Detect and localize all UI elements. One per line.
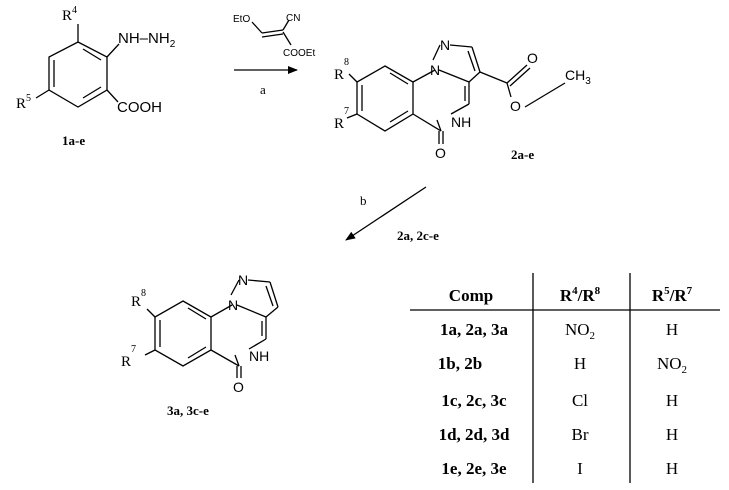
r5-r7-cell: H: [666, 425, 678, 444]
table-header-r5-r7: R5/R7: [652, 285, 693, 305]
reactant-labels: R4 R5 NH–NH2 COOH 1a-e: [16, 5, 176, 148]
pyrazole-n: N: [238, 272, 248, 288]
r5-r7-cell: H: [666, 459, 678, 478]
cyano-label: CN: [286, 13, 300, 24]
amide-nh: NH: [451, 114, 471, 130]
benzene-ring: [48, 41, 108, 108]
r4-substituent: R4: [62, 5, 77, 24]
r8-substituent: R8: [334, 57, 349, 83]
table-rules: [410, 273, 720, 483]
step-a-label: a: [260, 82, 266, 97]
hydrazine-group: NH–NH2: [118, 30, 176, 50]
table-row: 1a, 2a, 3a NO2 H: [440, 320, 678, 342]
r5-r7-cell: H: [666, 320, 678, 339]
reagent-structure: [251, 19, 292, 46]
product-labels: R8 R7 N N NH O 3a, 3c-e: [121, 272, 269, 418]
r7-substituent: R7: [334, 106, 349, 132]
r5-r7-cell: NO2: [657, 354, 687, 376]
carbonyl-oxygen: O: [233, 379, 244, 395]
comp-cell: 1a, 2a, 3a: [440, 320, 509, 339]
r4-r8-cell: H: [574, 354, 586, 373]
reagent-labels: EtO CN COOEt a: [233, 13, 315, 97]
methyl-group: CH3: [565, 67, 591, 87]
comp-cell: 1d, 2d, 3d: [439, 425, 510, 444]
bridgehead-n: N: [430, 62, 440, 78]
ethoxy-label: EtO: [233, 14, 250, 25]
compound-label-1: 1a-e: [62, 133, 85, 148]
ester-label: COOEt: [283, 48, 315, 59]
r5-r7-cell: H: [666, 391, 678, 410]
hydrazine-bond: [106, 43, 120, 58]
table-row: 1c, 2c, 3c Cl H: [441, 391, 678, 410]
compound-label-3: 3a, 3c-e: [167, 403, 209, 418]
ester-carbonyl-oxygen: O: [527, 50, 538, 66]
r4-r8-cell: Br: [572, 425, 589, 444]
comp-cell: 1b, 2b: [438, 354, 482, 373]
comp-cell: 1e, 2e, 3e: [441, 459, 507, 478]
step-b-substrates: 2a, 2c-e: [397, 228, 439, 243]
reaction-arrow-b: [345, 186, 427, 241]
comp-cell: 1c, 2c, 3c: [441, 391, 507, 410]
r7-substituent: R7: [121, 344, 136, 370]
substituent-table: Comp R4/R8 R5/R7 1a, 2a, 3a NO2 H 1b, 2b…: [438, 285, 693, 478]
table-row: 1e, 2e, 3e I H: [441, 459, 678, 478]
intermediate-labels: R8 R7 N N NH O O O CH3 2a-e: [334, 37, 591, 162]
table-row: 1b, 2b H NO2: [438, 354, 687, 376]
r5-bond: [35, 89, 50, 99]
pyrazole-n: N: [440, 37, 450, 53]
r4-r8-cell: NO2: [565, 320, 595, 342]
intermediate-structure: [346, 44, 566, 144]
amide-nh: NH: [249, 348, 269, 364]
carboxylic-acid-group: COOH: [117, 99, 162, 116]
carbonyl-oxygen: O: [435, 145, 446, 161]
r4-r8-cell: Cl: [572, 391, 588, 410]
table-header-r4-r8: R4/R8: [560, 285, 601, 305]
compound-label-2: 2a-e: [511, 147, 534, 162]
r8-substituent: R8: [131, 288, 146, 310]
table-header-comp: Comp: [449, 286, 493, 305]
r5-substituent: R5: [16, 93, 31, 112]
step-b-label: b: [360, 193, 367, 208]
acid-bond: [106, 89, 119, 103]
ester-oxygen: O: [510, 98, 521, 114]
reactant-structure: [35, 24, 120, 108]
bridgehead-n: N: [228, 297, 238, 313]
table-row: 1d, 2d, 3d Br H: [439, 425, 679, 444]
r4-r8-cell: I: [577, 459, 583, 478]
product-structure: [144, 279, 279, 378]
